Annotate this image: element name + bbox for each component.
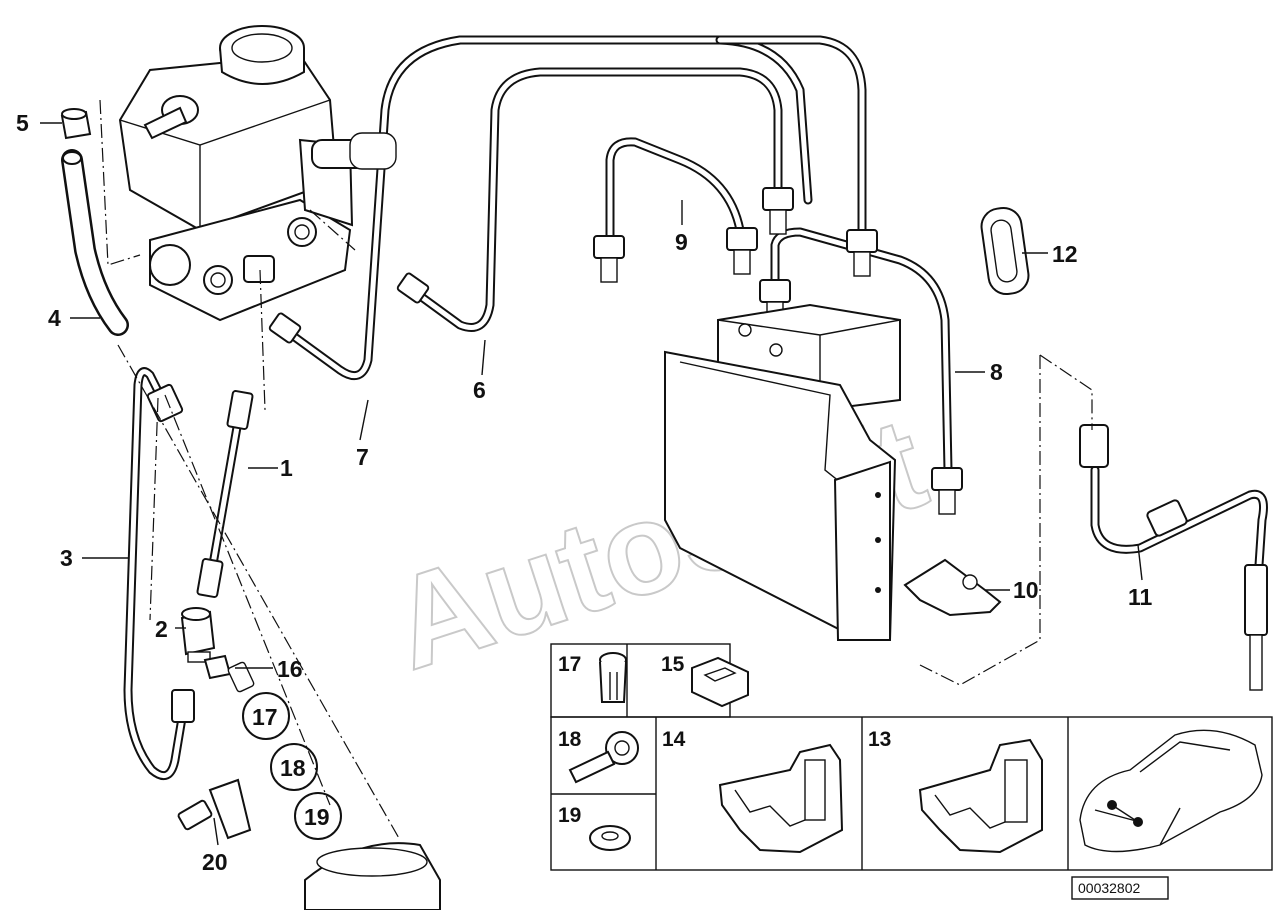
hose-4 <box>61 149 129 336</box>
callout-19: 19 <box>304 804 330 830</box>
inset-part-13 <box>918 738 1043 854</box>
callout-6: 6 <box>473 377 486 403</box>
brake-line-8 <box>770 227 953 475</box>
hose-11 <box>1079 424 1268 691</box>
bleed-valve-16 <box>203 654 255 693</box>
callout-20: 20 <box>202 849 228 875</box>
inset-label-13: 13 <box>868 728 891 751</box>
inset-parts-table: 17 15 18 14 13 19 <box>550 643 1273 871</box>
inset-label-19: 19 <box>558 804 581 827</box>
document-id-box: 00032802 <box>1071 876 1169 900</box>
leader-lines <box>40 122 1143 846</box>
callout-10: 10 <box>1013 577 1039 603</box>
inset-part-17 <box>599 652 627 703</box>
callout-5: 5 <box>16 110 29 136</box>
callout-17: 17 <box>252 704 278 730</box>
callout-11: 11 <box>1128 584 1153 610</box>
callout-2: 2 <box>155 616 168 642</box>
brake-line-1 <box>196 390 254 598</box>
dash-dot-guides <box>99 99 1093 841</box>
cap-5 <box>60 108 92 140</box>
inset-part-18 <box>568 731 639 784</box>
brake-line-3 <box>123 367 195 781</box>
inset-part-19 <box>589 825 631 851</box>
connector-2 <box>180 607 216 663</box>
callout-18: 18 <box>280 755 306 781</box>
inset-label-18: 18 <box>558 728 582 751</box>
inset-label-17: 17 <box>558 653 581 676</box>
grommet-12 <box>980 206 1030 296</box>
callout-12: 12 <box>1052 241 1078 267</box>
document-id: 00032802 <box>1078 880 1141 896</box>
car-location-thumbnail <box>1079 729 1263 853</box>
master-cylinder-reservoir <box>118 25 397 322</box>
fitting-20 <box>177 778 252 840</box>
brake-line-9 <box>605 137 745 255</box>
callout-numbers: 1 2 3 4 5 6 7 8 9 10 11 12 16 17 18 19 2… <box>16 110 1153 875</box>
abs-hydraulic-unit <box>664 303 901 641</box>
callout-7: 7 <box>356 444 369 470</box>
callout-1: 1 <box>280 455 293 481</box>
brake-booster <box>304 842 441 910</box>
inset-part-15 <box>691 656 749 708</box>
inset-part-14 <box>718 743 844 854</box>
callout-9: 9 <box>675 229 688 255</box>
brake-line-group-7 <box>280 35 867 381</box>
inset-label-15: 15 <box>661 653 685 676</box>
bracket-10 <box>903 558 1002 617</box>
callout-4: 4 <box>48 305 61 331</box>
callout-16: 16 <box>277 656 303 682</box>
pipe-fittings <box>268 187 963 515</box>
callout-8: 8 <box>990 359 1003 385</box>
callout-3: 3 <box>60 545 73 571</box>
inset-label-14: 14 <box>662 728 686 751</box>
